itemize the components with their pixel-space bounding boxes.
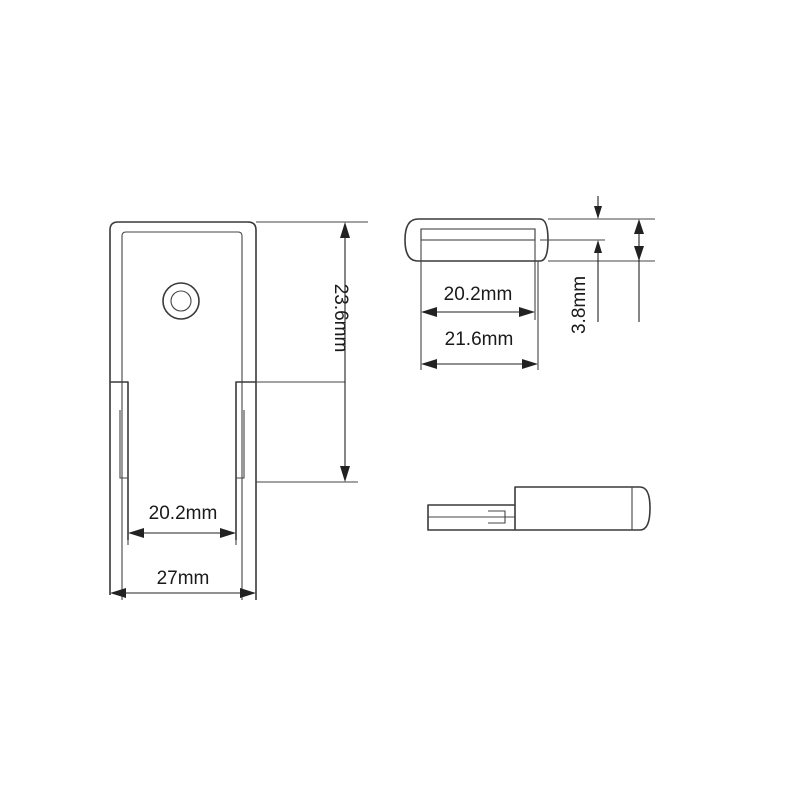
front-inner-width-dimension: 20.2mm: [127, 503, 237, 545]
mounting-hole-inner: [170, 290, 192, 312]
front-view: 23.6mm 20.2mm 27mm: [109, 221, 368, 600]
front-inner-width-label: 20.2mm: [149, 503, 218, 524]
top-inner-channel: [420, 228, 536, 241]
top-thickness-label: 3.8mm: [569, 276, 590, 334]
front-inner-outline: [121, 231, 243, 600]
front-height-label: 23.6mm: [330, 284, 351, 353]
front-shoulder-right: [235, 381, 256, 540]
front-slot-left: [119, 410, 128, 479]
top-outer-width-dimension: 21.6mm: [421, 329, 538, 369]
top-thickness-dimension: 3.8mm: [569, 196, 644, 334]
top-inner-width-dimension: 20.2mm: [421, 284, 535, 317]
front-body-outline: [109, 221, 257, 600]
front-height-dimension: 23.6mm: [330, 222, 351, 482]
top-outer-width-label: 21.6mm: [445, 329, 514, 350]
front-outer-width-dimension: 27mm: [110, 568, 256, 598]
top-inner-width-label: 20.2mm: [444, 284, 513, 305]
side-view: [427, 486, 651, 531]
top-body-outline: [404, 218, 549, 262]
top-view: 20.2mm 21.6mm 3.8mm: [404, 196, 655, 370]
mounting-hole-outer: [162, 282, 200, 320]
side-body: [514, 486, 651, 531]
front-outer-width-label: 27mm: [157, 568, 210, 589]
front-slot-right: [236, 410, 245, 479]
front-shoulder-left: [110, 381, 129, 540]
